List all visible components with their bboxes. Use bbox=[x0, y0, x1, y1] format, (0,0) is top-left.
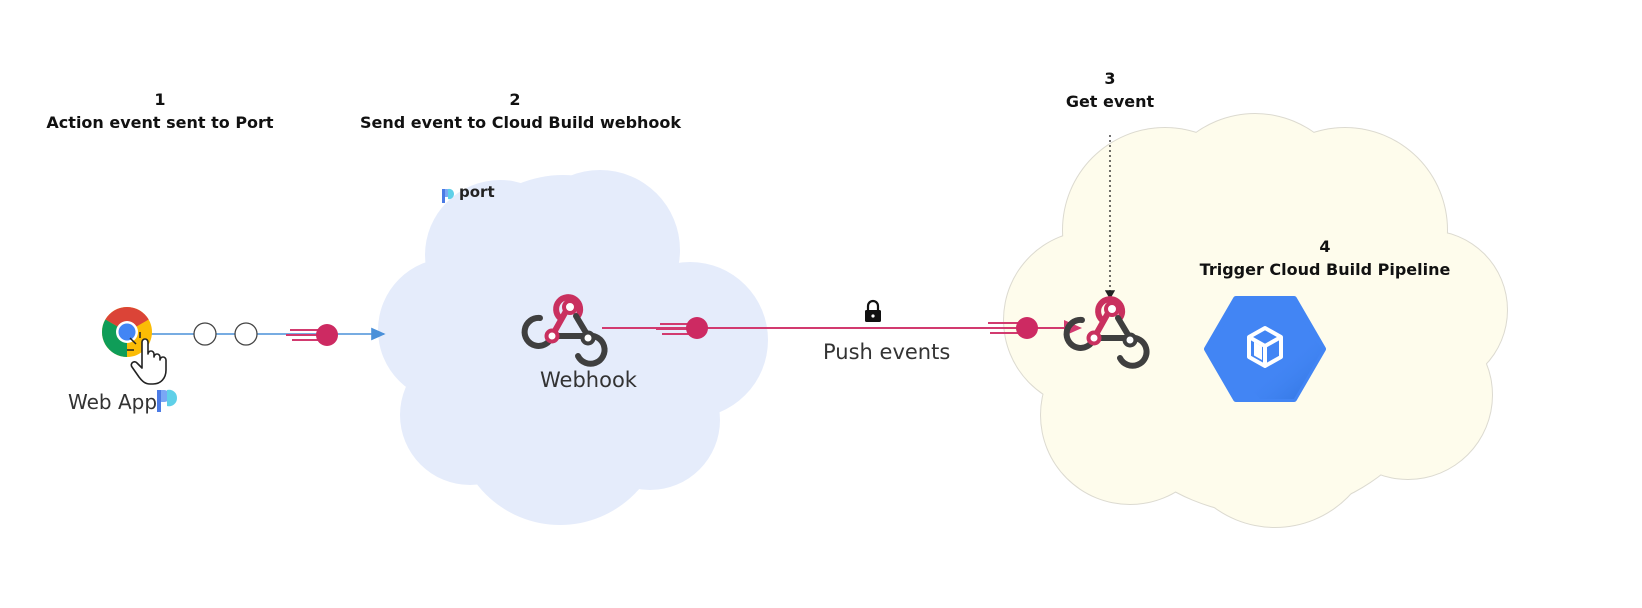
step-4-label: 4 Trigger Cloud Build Pipeline bbox=[1180, 235, 1470, 281]
step-2-label: 2 Send event to Cloud Build webhook bbox=[360, 88, 682, 134]
event-token-1 bbox=[286, 324, 338, 346]
queue-dot bbox=[193, 322, 217, 346]
webhook-label: Webhook bbox=[540, 368, 637, 392]
step-number: 1 bbox=[154, 90, 166, 109]
port-brand-logo-icon bbox=[442, 188, 455, 203]
step-title: Action event sent to Port bbox=[46, 113, 274, 132]
webhook-icon bbox=[521, 294, 608, 367]
push-events-label: Push events bbox=[823, 340, 951, 364]
step-3-label: 3 Get event bbox=[1050, 67, 1170, 113]
queue-dot bbox=[234, 322, 258, 346]
port-logo-icon bbox=[157, 389, 178, 412]
web-app-label: Web App bbox=[68, 390, 158, 414]
step-number: 3 bbox=[1104, 69, 1116, 88]
webhook-icon bbox=[1063, 296, 1150, 369]
port-brand-label: port bbox=[459, 183, 495, 201]
cloud-build-icon bbox=[1204, 296, 1326, 402]
step-number: 2 bbox=[509, 90, 521, 109]
step-1-label: 1 Action event sent to Port bbox=[40, 88, 280, 134]
event-token-2 bbox=[656, 317, 708, 339]
step-number: 4 bbox=[1319, 237, 1331, 256]
step-title: Get event bbox=[1065, 92, 1155, 111]
step-title: Send event to Cloud Build webhook bbox=[360, 113, 682, 132]
port-cloud bbox=[378, 170, 768, 525]
chrome-icon bbox=[102, 307, 152, 357]
hand-cursor-icon bbox=[127, 332, 167, 385]
step-title: Trigger Cloud Build Pipeline bbox=[1199, 260, 1451, 279]
event-token-3 bbox=[984, 317, 1038, 339]
lock-icon bbox=[865, 299, 881, 322]
